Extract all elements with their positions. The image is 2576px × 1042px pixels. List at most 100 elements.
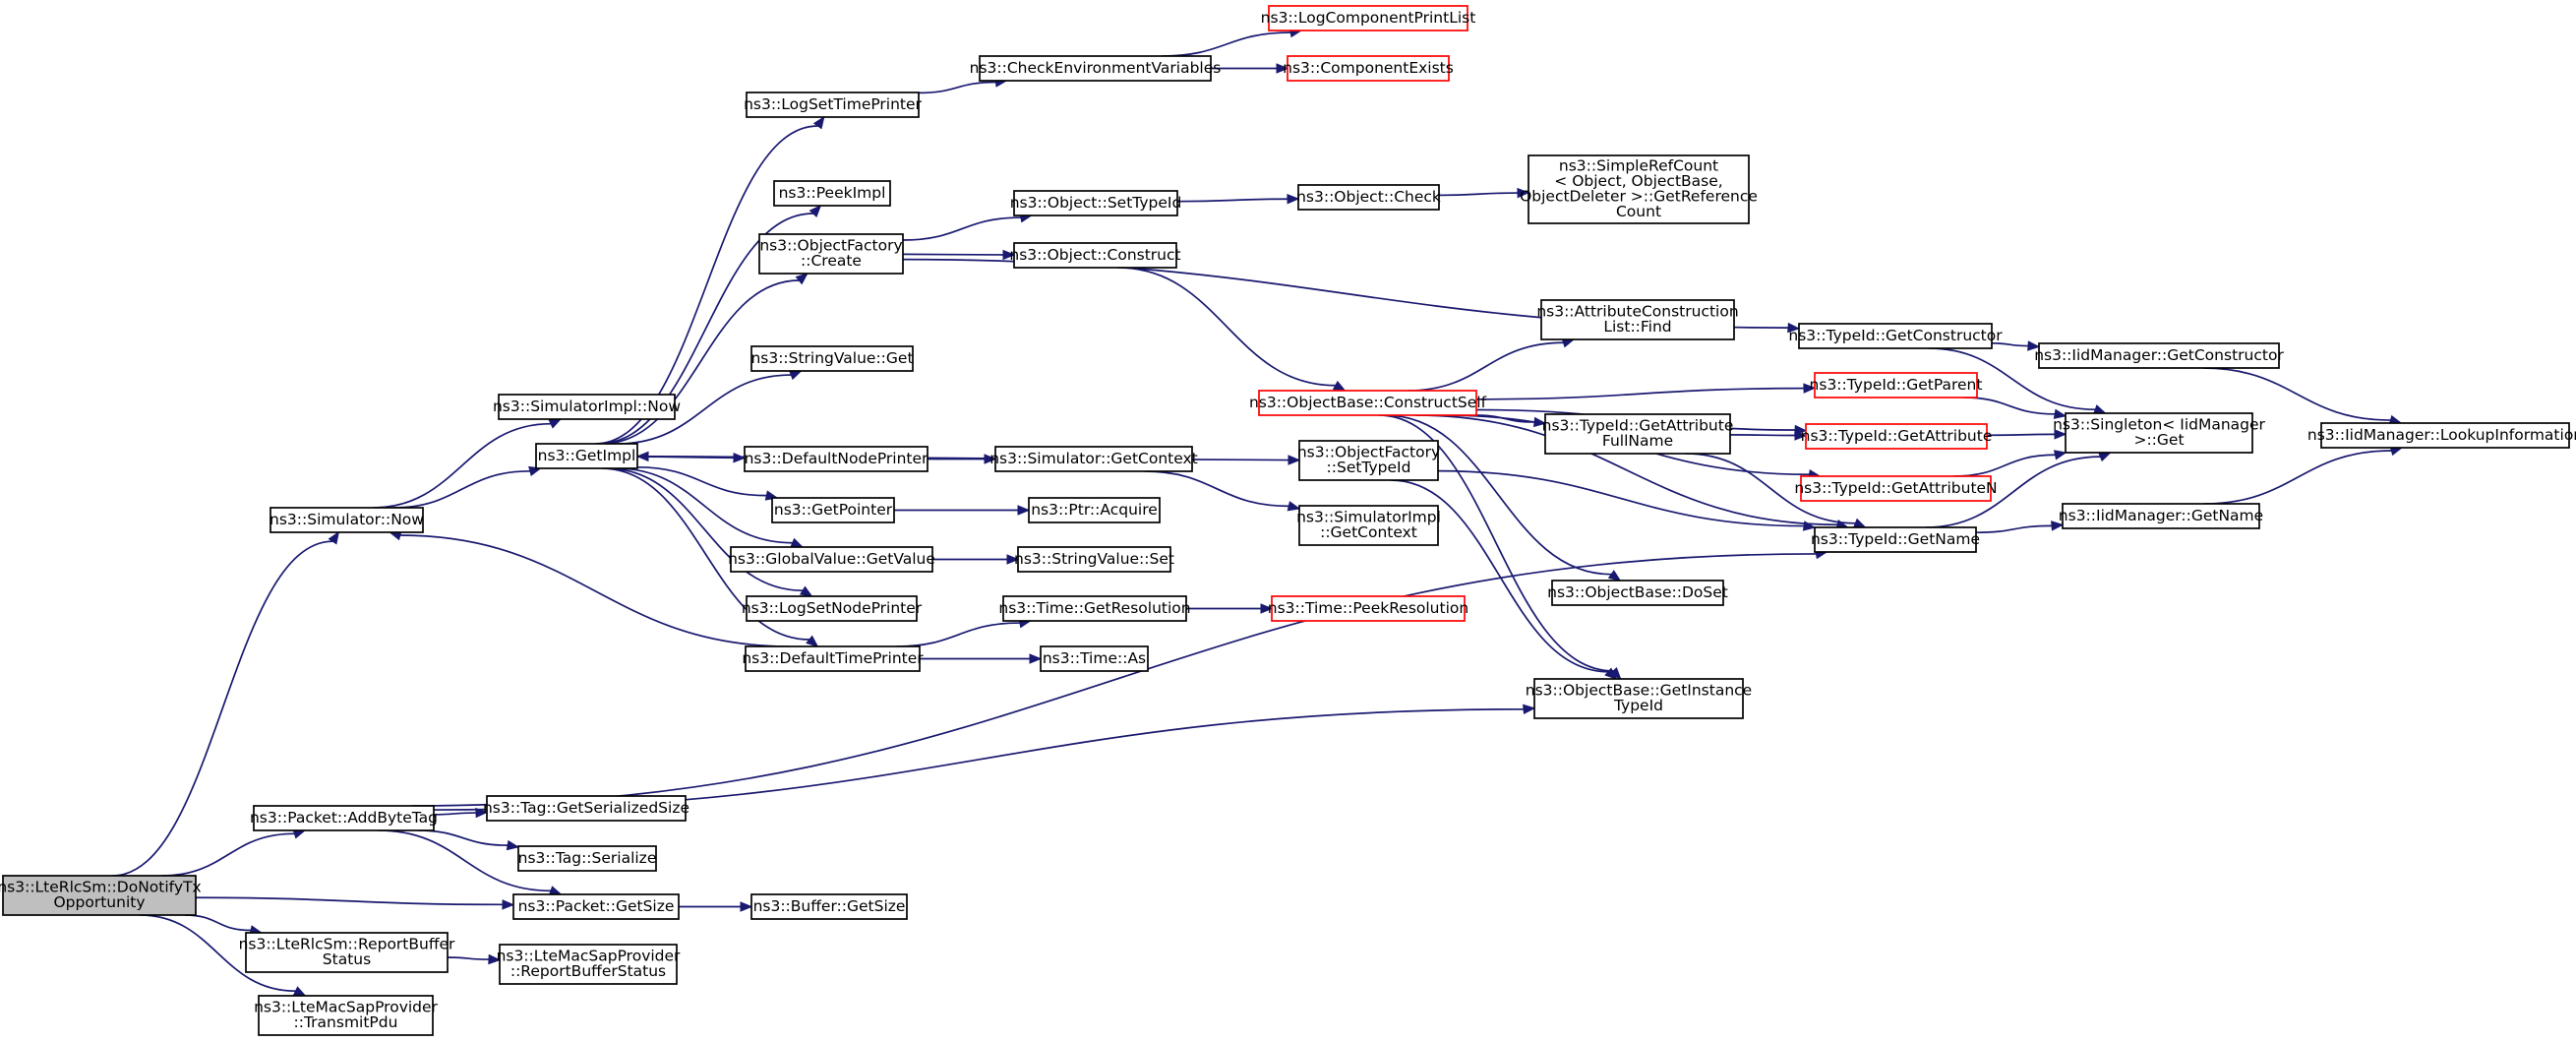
edge-root-to-transmit_pdu <box>140 914 296 993</box>
node-peekimpl[interactable]: ns3::PeekImpl <box>773 180 891 207</box>
node-deftimeprinter[interactable]: ns3::DefaultTimePrinter <box>742 645 924 672</box>
node-box <box>245 932 449 973</box>
node-box <box>771 497 895 523</box>
node-label: ns3::TypeId::GetAttribute <box>1801 427 1993 445</box>
node-label: ns3::LteRlcSm::DoNotifyTx <box>0 879 202 896</box>
node-label: ns3::LteRlcSm::ReportBuffer <box>239 936 455 953</box>
node-obj-check[interactable]: ns3::Object::Check <box>1296 184 1441 211</box>
edge-typeid_getattrfull-to-typeid_getattr <box>1729 434 1796 437</box>
edge-arrowhead <box>502 899 515 910</box>
node-getimpl[interactable]: ns3::GetImpl <box>535 443 638 469</box>
node-label: ns3::IidManager::GetConstructor <box>2034 346 2284 364</box>
node-label: ns3::Object::Construct <box>1009 246 1180 264</box>
node-label: ns3::DefaultTimePrinter <box>742 649 924 667</box>
node-iid-lookup[interactable]: ns3::IidManager::LookupInformation <box>2307 422 2576 449</box>
node-report-buffer[interactable]: ns3::LteRlcSm::ReportBufferStatus <box>239 932 455 973</box>
node-box <box>1798 323 1993 349</box>
node-time-getres[interactable]: ns3::Time::GetResolution <box>998 595 1191 622</box>
node-label: ns3::Packet::GetSize <box>518 897 675 915</box>
node-gv-getvalue[interactable]: ns3::GlobalValue::GetValue <box>728 546 935 573</box>
edge-add_byte_tag-to-typeid_getname <box>412 553 1817 807</box>
edge-getimpl-to-getpointer <box>636 465 767 497</box>
node-strval-get[interactable]: ns3::StringValue::Get <box>750 345 914 372</box>
edge-arrowhead <box>1609 666 1622 680</box>
node-sim-now[interactable]: ns3::Simulator::Now <box>270 507 424 533</box>
node-box <box>750 345 914 372</box>
node-logsetnode[interactable]: ns3::LogSetNodePrinter <box>742 595 923 622</box>
node-iid-getconstructor[interactable]: ns3::IidManager::GetConstructor <box>2034 342 2284 369</box>
edge-arrowhead <box>1260 603 1274 614</box>
node-defnodeprinter[interactable]: ns3::DefaultNodePrinter <box>744 446 929 472</box>
node-add-byte-tag[interactable]: ns3::Packet::AddByteTag <box>250 805 438 831</box>
edge-typeid_getattrfull-to-typeid_getname <box>1685 453 1856 524</box>
edge-arrowhead <box>506 839 520 851</box>
node-obj-construct[interactable]: ns3::Object::Construct <box>1009 242 1181 269</box>
edge-checkenv-to-logcompprint <box>1162 31 1291 57</box>
edge-sim_now-to-getimpl <box>392 469 530 509</box>
node-transmit-pdu[interactable]: ns3::LteMacSapProvider::TransmitPdu <box>254 995 439 1036</box>
node-time-peekres[interactable]: ns3::Time::PeekResolution <box>1268 595 1468 622</box>
node-typeid-getparent[interactable]: ns3::TypeId::GetParent <box>1810 372 1983 398</box>
node-objfac-settypeid[interactable]: ns3::ObjectFactory::SetTypeId <box>1297 440 1440 481</box>
node-mac-report[interactable]: ns3::LteMacSapProvider::ReportBufferStat… <box>497 944 681 985</box>
edge-add_byte_tag-to-pkt_getsize <box>379 829 551 892</box>
node-getpointer[interactable]: ns3::GetPointer <box>771 497 895 523</box>
edge-arrowhead <box>740 901 753 912</box>
edge-arrowhead <box>1794 430 1808 441</box>
node-objbase-doset[interactable]: ns3::ObjectBase::DoSet <box>1547 580 1728 606</box>
node-objfac-create[interactable]: ns3::ObjectFactory::Create <box>758 233 904 275</box>
node-objbase-constructself[interactable]: ns3::ObjectBase::ConstructSelf <box>1249 390 1487 416</box>
node-typeid-getconstructor[interactable]: ns3::TypeId::GetConstructor <box>1788 323 2003 349</box>
node-checkenv[interactable]: ns3::CheckEnvironmentVariables <box>970 55 1222 82</box>
node-simplerefcount[interactable]: ns3::SimpleRefCount< Object, ObjectBase,… <box>1520 154 1758 224</box>
node-buffer-getsize[interactable]: ns3::Buffer::GetSize <box>750 893 908 920</box>
node-time-as[interactable]: ns3::Time::As <box>1040 645 1149 672</box>
edge-typeid_getparent-to-singleton_get <box>1963 397 2056 415</box>
edge-obj_check-to-simplerefcount <box>1438 192 1519 197</box>
edge-obj_construct-to-objbase_constructself <box>1117 267 1336 387</box>
node-ptr-acquire[interactable]: ns3::Ptr::Acquire <box>1028 497 1161 523</box>
edge-objfac_settypeid-to-objbase_getinst <box>1391 479 1609 673</box>
node-simimpl-now[interactable]: ns3::SimulatorImpl::Now <box>493 394 681 420</box>
node-tag-ser[interactable]: ns3::Tag::Serialize <box>517 845 657 872</box>
node-obj-settypeid[interactable]: ns3::Object::SetTypeId <box>1010 190 1182 216</box>
node-logcompprint[interactable]: ns3::LogComponentPrintList <box>1261 5 1476 31</box>
edge-objbase_constructself-to-objbase_doset <box>1385 414 1612 576</box>
node-label: ns3::StringValue::Set <box>1014 550 1174 568</box>
edge-objbase_constructself-to-objbase_getinst <box>1378 414 1614 672</box>
node-label: ::Create <box>801 252 862 270</box>
edge-logsettime-to-checkenv <box>918 81 996 94</box>
edge-arrowhead <box>1002 249 1016 261</box>
edge-arrowhead <box>2053 408 2067 419</box>
edge-getimpl-to-logsetnode <box>606 467 804 592</box>
node-simimpl-getcontext[interactable]: ns3::SimulatorImpl::GetContext <box>1296 505 1441 546</box>
edge-objbase_constructself-to-typeid_getname <box>1414 414 1838 526</box>
edge-arrowhead <box>809 205 822 217</box>
edge-arrowhead <box>2097 452 2112 462</box>
node-label: ns3::Simulator::GetContext <box>989 450 1198 467</box>
node-pkt-getsize[interactable]: ns3::Packet::GetSize <box>512 893 680 920</box>
node-label: ns3::AttributeConstruction <box>1536 303 1738 321</box>
node-box <box>750 893 908 920</box>
node-iid-getname[interactable]: ns3::IidManager::GetName <box>2059 503 2263 529</box>
node-box <box>979 55 1212 82</box>
node-singleton-get[interactable]: ns3::Singleton< IidManager>::Get <box>2053 412 2266 454</box>
node-sim-getcontext[interactable]: ns3::Simulator::GetContext <box>989 446 1198 472</box>
node-label: ns3::GetImpl <box>538 447 636 464</box>
node-typeid-getname[interactable]: ns3::TypeId::GetName <box>1811 526 1980 553</box>
node-box <box>1814 372 1978 398</box>
node-logsettime[interactable]: ns3::LogSetTimePrinter <box>744 92 923 118</box>
node-typeid-getattrn[interactable]: ns3::TypeId::GetAttributeN <box>1794 475 1998 502</box>
node-compexists[interactable]: ns3::ComponentExists <box>1283 55 1454 82</box>
edge-getimpl-to-strval_get <box>618 374 792 445</box>
edge-typeid_getconstructor-to-iid_getconstructor <box>1991 341 2029 347</box>
edge-typeid_getconstructor-to-singleton_get <box>1929 347 2096 411</box>
node-typeid-getattr[interactable]: ns3::TypeId::GetAttribute <box>1801 423 1993 450</box>
edge-arrowhead <box>806 635 819 647</box>
node-tag-getser[interactable]: ns3::Tag::GetSerializedSize <box>483 795 689 822</box>
node-strval-set[interactable]: ns3::StringValue::Set <box>1014 546 1174 573</box>
